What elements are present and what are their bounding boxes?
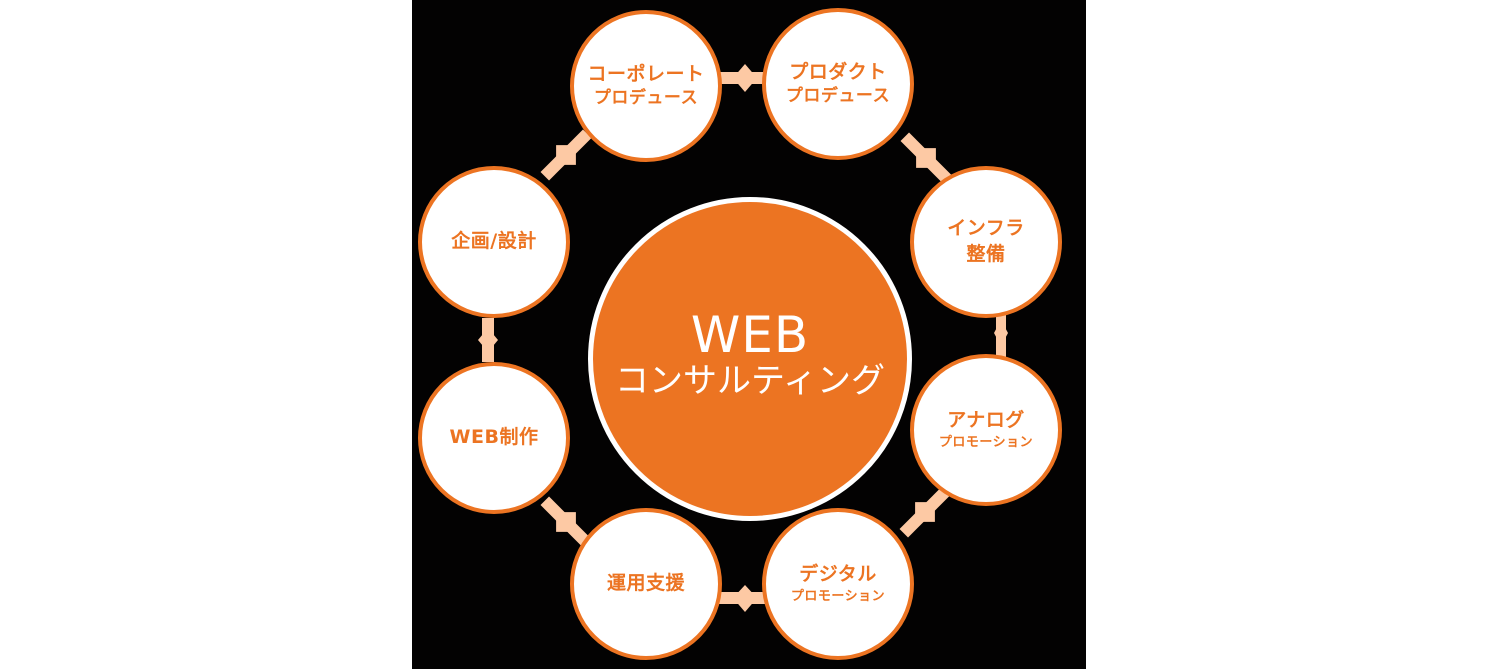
node-label-line1: WEB制作: [449, 426, 539, 449]
hub-web-consulting: WEB コンサルティング: [588, 197, 912, 521]
node-label-line2: プロデュース: [593, 88, 699, 109]
node-product-produce: プロダクト プロデュース: [762, 8, 914, 160]
node-label-line2: プロデュース: [785, 86, 891, 107]
hub-title: WEB: [690, 305, 810, 364]
node-label-line1: コーポレート: [587, 62, 705, 85]
node-label-line1: 運用支援: [606, 572, 685, 595]
node-web-production: WEB制作: [418, 362, 570, 514]
connector-infra-analog: [994, 315, 1008, 357]
connector-operation-webdev: [540, 496, 592, 548]
node-label-line1: 企画/設計: [451, 230, 537, 253]
connector-analog-digital: [899, 486, 951, 538]
hub-subtitle: コンサルティング: [615, 360, 885, 401]
connector-corporate-product: [715, 64, 775, 92]
node-label-line2: プロモーション: [938, 435, 1034, 451]
node-label-line2: プロモーション: [790, 589, 886, 605]
connector-webdev-planning: [478, 318, 498, 362]
node-digital-promotion: デジタル プロモーション: [762, 508, 914, 660]
node-label-line2: 整備: [966, 243, 1006, 265]
connector-planning-corporate: [540, 129, 592, 181]
node-operation-support: 運用支援: [570, 508, 722, 660]
node-label-line1: デジタル: [799, 563, 877, 586]
node-planning-design: 企画/設計: [418, 166, 570, 318]
node-label-line1: インフラ: [947, 217, 1025, 240]
node-label-line1: プロダクト: [789, 60, 887, 83]
node-analog-promotion: アナログ プロモーション: [910, 354, 1062, 506]
node-label-line1: アナログ: [947, 409, 1025, 432]
node-corporate-produce: コーポレート プロデュース: [570, 10, 722, 162]
node-infrastructure: インフラ 整備: [910, 166, 1062, 318]
connector-digital-operation: [715, 585, 775, 612]
connector-product-infra: [900, 132, 952, 184]
